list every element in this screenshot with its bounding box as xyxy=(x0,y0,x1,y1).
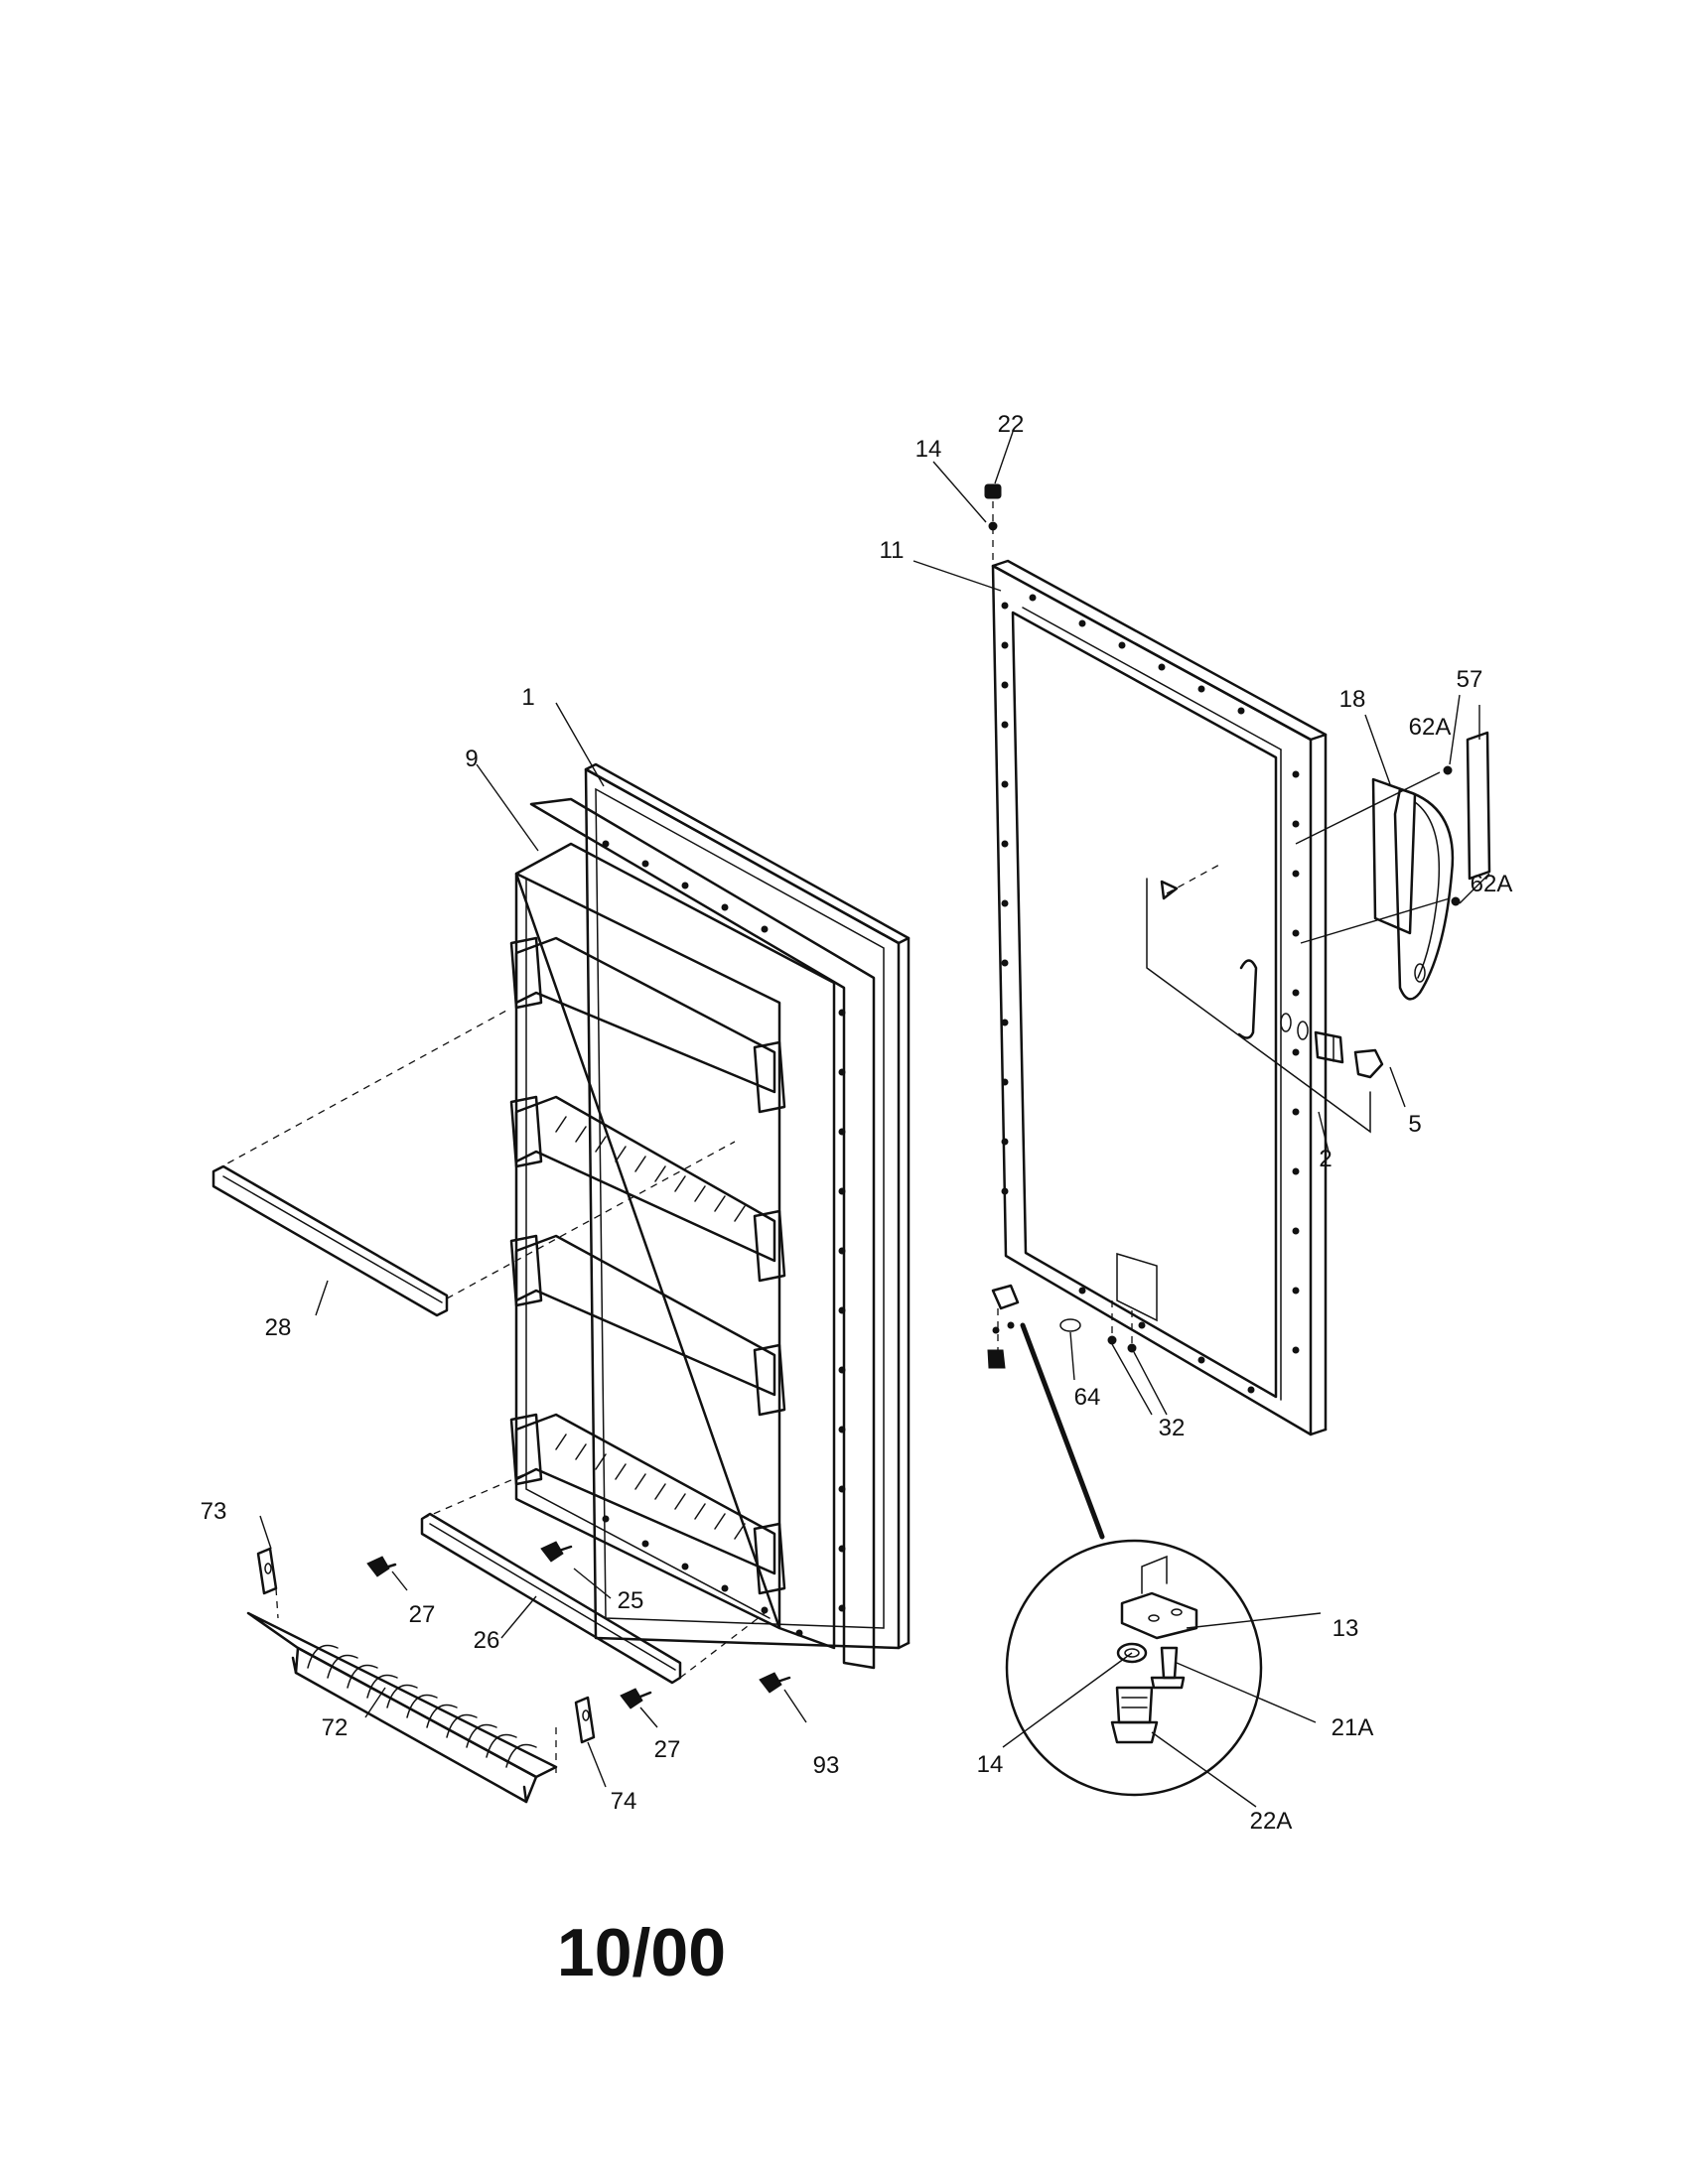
label-62a-top: 62A xyxy=(1409,714,1452,741)
label-32: 32 xyxy=(1159,1415,1186,1441)
label-72: 72 xyxy=(322,1714,349,1741)
label-13: 13 xyxy=(1333,1615,1359,1642)
label-28: 28 xyxy=(265,1314,292,1341)
label-64: 64 xyxy=(1074,1384,1101,1411)
label-22a: 22A xyxy=(1250,1808,1293,1835)
label-21a: 21A xyxy=(1332,1714,1374,1741)
leader-lines xyxy=(259,431,1490,1808)
label-14-detail: 14 xyxy=(977,1751,1004,1778)
label-11: 11 xyxy=(880,537,905,564)
part-labels: 22 14 11 1 9 18 57 62A 62A 5 2 64 32 28 … xyxy=(201,411,1513,1835)
shelf-retainer-bar xyxy=(211,1010,736,1317)
label-62a-bottom: 62A xyxy=(1471,871,1513,897)
label-27-left: 27 xyxy=(409,1601,436,1628)
label-93: 93 xyxy=(813,1752,840,1779)
inner-door-liner xyxy=(509,762,911,1670)
label-27-right: 27 xyxy=(654,1736,681,1763)
label-74: 74 xyxy=(611,1788,637,1815)
label-18: 18 xyxy=(1339,686,1366,713)
date-code: 10/00 xyxy=(557,1915,726,1990)
label-9: 9 xyxy=(465,746,478,772)
lock-assembly xyxy=(1146,863,1384,1134)
label-14-top: 14 xyxy=(915,436,942,463)
label-22: 22 xyxy=(998,411,1025,438)
door-handle xyxy=(1295,731,1491,1001)
door-basket xyxy=(246,1547,596,1804)
label-73: 73 xyxy=(201,1498,227,1525)
hinge-detail-circle xyxy=(1005,1539,1263,1797)
label-2: 2 xyxy=(1319,1146,1332,1172)
label-5: 5 xyxy=(1408,1111,1421,1138)
label-57: 57 xyxy=(1457,666,1483,693)
label-1: 1 xyxy=(521,684,534,711)
wire-rack-ribs xyxy=(555,1116,746,1540)
hinge-hardware xyxy=(987,1284,1137,1540)
outer-door-panel xyxy=(991,559,1328,1436)
label-26: 26 xyxy=(474,1627,500,1654)
label-25: 25 xyxy=(618,1587,644,1614)
bottom-bar xyxy=(366,1468,791,1709)
top-plug xyxy=(984,483,1002,566)
